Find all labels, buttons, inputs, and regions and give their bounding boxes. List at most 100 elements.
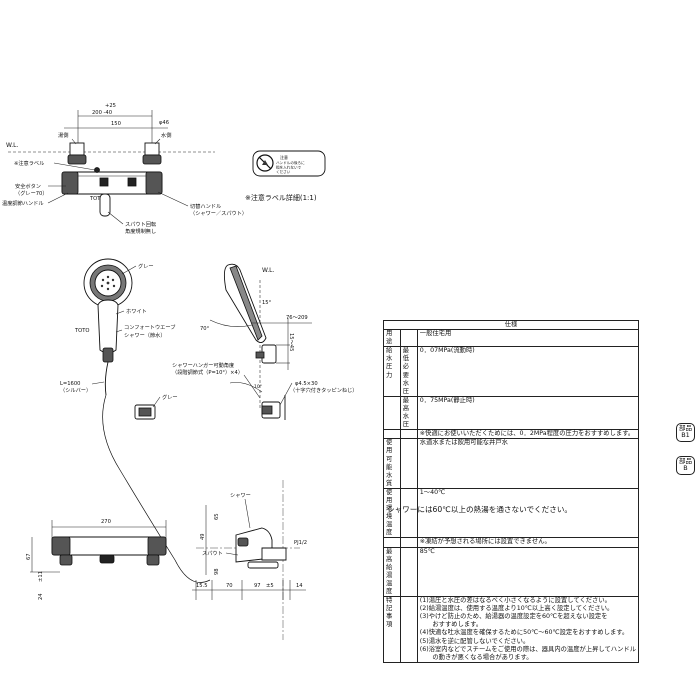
dim-270: 270 <box>101 519 111 525</box>
hose-length-label: L=1600 <box>60 381 80 387</box>
caution-detail-caption: ※注意ラベル詳細(1:1) <box>245 193 317 202</box>
hanger-angle-label: シャワーハンガー可動角度 <box>172 361 234 369</box>
cold-side-label: 水側 <box>161 131 171 139</box>
dim-76-209: 76～209 <box>286 315 308 321</box>
dim-15-45: 15～45 <box>288 333 294 351</box>
brand-mark-front: TOTO <box>89 196 105 202</box>
spec-row: 用途一般住宅用 <box>383 329 640 348</box>
spec-cell-k1: 給水圧力 <box>383 346 401 397</box>
spec-cell-k2 <box>399 429 418 440</box>
faucet-front-view: +25 200 -40 150 φ46 W.L. TOTO 湯側 水側 ※注意ラ… <box>2 103 247 235</box>
dim-15-5: 15.5 <box>196 583 208 589</box>
no-entry-icon <box>256 154 274 172</box>
spec-cell-k1 <box>383 395 401 431</box>
spec-row: ※凍結が予想される場所には設置できません。 <box>383 537 640 548</box>
spec-cell-v: 一般住宅用 <box>416 329 640 348</box>
spec-row: ※快適にお使いいただくためには、0．2MPa程度の圧力をおすすめします。 <box>383 429 640 440</box>
shower-hose <box>102 394 211 583</box>
dim-plus25: +25 <box>105 103 116 109</box>
dim-pm5: ±5 <box>266 583 274 589</box>
hot-side-label: 湯側 <box>58 131 68 139</box>
shower-side-view: W.L. 15～45 76～209 70° 15° 10° φ4.5×30 （十… <box>172 263 357 420</box>
spec-cell-k2 <box>399 537 418 548</box>
spec-cell-v: 0．07MPa(流動時) <box>416 346 640 397</box>
spec-cell-k1: 使用可能水質 <box>383 438 401 489</box>
safety-button-color: （グレー70） <box>15 189 48 197</box>
spec-note: (1)湯圧と水圧の差はなるべく小さくなるように設置してください。 <box>419 597 611 605</box>
svg-text:ハンドルの後ろに: ハンドルの後ろに <box>276 160 305 165</box>
temp-handle-label: 温度調節ハンドル <box>2 199 44 207</box>
hose-color-label: （シルバー） <box>60 387 91 394</box>
spec-cell-v: 水道水または飲用可能な井戸水 <box>416 438 640 489</box>
spec-cell-v: 85℃ <box>416 546 640 598</box>
side-spout-label: スパウト <box>202 549 223 557</box>
spec-cell-k2 <box>399 596 418 663</box>
spec-cell-k1: 用途 <box>383 329 401 348</box>
spec-row: 特記事項(1)湯圧と水圧の差はなるべく小さくなるように設置してください。(2)給… <box>383 596 640 663</box>
faucet-bottom-side-view: 49 65 98 シャワー スパウト PJ1/2 15.5 70 97 ±5 1… <box>192 480 307 640</box>
spec-note: おすすめします。 <box>419 621 483 629</box>
side-shower-label: シャワー <box>230 492 251 499</box>
spout-rotation-label: スパウト回転 <box>125 220 156 228</box>
wl-label-side: W.L. <box>262 267 274 274</box>
switch-handle-sub: （シャワー／スパウト） <box>190 209 247 217</box>
dim-15-deg: 15° <box>262 300 272 306</box>
spec-cell-v: ※凍結が予想される場所には設置できません。 <box>416 537 640 548</box>
dim-pm11: ±11 <box>38 571 44 582</box>
spec-cell-k1 <box>383 429 401 440</box>
dim-14: 14 <box>296 583 303 589</box>
spec-note: (3)やけど防止のため、給湯器の温度設定を60℃を超えない設定を <box>419 613 608 621</box>
spec-cell-k1 <box>383 537 401 548</box>
svg-text:注意: 注意 <box>280 154 288 160</box>
white-label: ホワイト <box>126 308 147 315</box>
svg-text:ください: ください <box>276 169 291 174</box>
spout-rotation-sub: 角度規制無し <box>125 227 156 235</box>
dim-200-40: 200 -40 <box>92 110 112 116</box>
shower-hanger: グレー <box>134 393 178 420</box>
spec-cell-v: 0．75MPa(静止時) <box>416 395 640 431</box>
spec-title: 仕様 <box>383 319 639 331</box>
spec-cell-k1: 特記事項 <box>383 596 401 663</box>
dim-70-deg: 70° <box>200 326 210 332</box>
spec-note: の動きが悪くなる場合があります。 <box>419 653 533 661</box>
dim-24: 24 <box>38 593 44 600</box>
gray-label-head: グレー <box>138 262 154 270</box>
spec-cell-k2 <box>399 546 418 598</box>
shower-head-front: グレー ホワイト TOTO コンフォートウエーブ シャワー（節水） L=1600… <box>60 258 175 396</box>
spec-cell-k2 <box>399 329 418 348</box>
dim-phi46: φ46 <box>159 120 169 126</box>
side-thread-label: PJ1/2 <box>294 540 307 546</box>
dim-150: 150 <box>111 121 121 127</box>
faucet-bottom-view: 270 67 ±11 24 <box>26 519 167 600</box>
comfort-wave-sub: シャワー（節水） <box>124 331 166 339</box>
spec-cell-k2: 最高水圧 <box>399 395 418 431</box>
hanger-angle-sub: （段階調節式（P=10°）×4） <box>172 368 243 376</box>
dim-67: 67 <box>26 553 32 560</box>
gray-label-hanger: グレー <box>162 393 178 401</box>
spec-note: (6)浴室内などでスチームをご使用の際は、器具内の温度が上昇してハンドル <box>419 645 636 653</box>
svg-text:指を入れないで: 指を入れないで <box>276 165 301 170</box>
spec-cell-k2: 最低必要水圧 <box>399 346 418 397</box>
switch-handle-label: 切替ハンドル <box>190 202 221 210</box>
dim-65: 65 <box>214 513 220 520</box>
wl-label-top: W.L. <box>6 142 18 149</box>
spec-row: 使用可能水質水道水または飲用可能な井戸水 <box>383 438 640 489</box>
dim-49: 49 <box>200 533 206 540</box>
brand-mark-shower: TOTO <box>74 328 90 334</box>
dim-97: 97 <box>254 583 261 589</box>
spec-cell-v: ※快適にお使いいただくためには、0．2MPa程度の圧力をおすすめします。 <box>416 429 640 440</box>
safety-button-label: 安全ボタン <box>15 182 41 190</box>
spec-note: (5)湯水を逆に配管しないでください。 <box>419 637 530 645</box>
spec-note: (4)快適な吐水温度を確保するために50℃～60℃設定をおすすめします。 <box>419 629 629 637</box>
caution-label-label: ※注意ラベル <box>14 159 44 167</box>
spec-cell-k2 <box>399 438 418 489</box>
dim-70: 70 <box>226 583 233 589</box>
screw-spec-sub: （十字穴付きタッピンねじ） <box>290 386 357 394</box>
